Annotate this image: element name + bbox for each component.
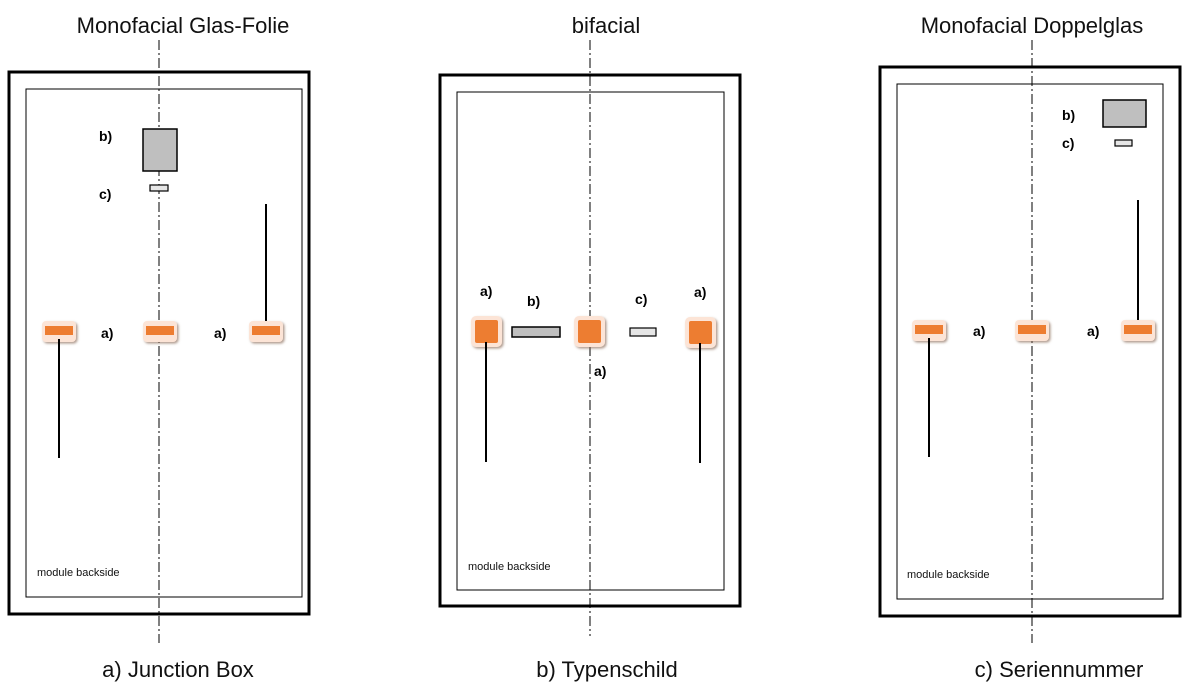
panel-title: bifacial [572, 13, 640, 38]
module-inner-area [25, 88, 303, 598]
serial-number-label [629, 327, 657, 337]
label-junction-box-center: a) [594, 363, 606, 379]
backside-label: module backside [37, 567, 120, 579]
panel-monofacial-glas-folie: Monofacial Glas-Folie b) c) a) a) module… [7, 13, 311, 643]
label-junction-box-2: a) [694, 284, 706, 300]
label-serial-number: c) [99, 186, 111, 202]
legend: a) Junction Box b) Typenschild c) Serien… [102, 657, 1143, 682]
legend-serial-number: c) Seriennummer [975, 657, 1144, 682]
type-plate [1102, 99, 1147, 128]
label-type-plate: b) [1062, 107, 1075, 123]
label-junction-box-1: a) [480, 283, 492, 299]
type-plate [511, 326, 561, 338]
junction-box-left-core [475, 320, 498, 343]
junction-box-left-core [915, 325, 943, 334]
panel-monofacial-doppelglas: Monofacial Doppelglas b) c) a) a) module… [878, 13, 1182, 643]
label-type-plate: b) [527, 293, 540, 309]
legend-junction-box: a) Junction Box [102, 657, 254, 682]
label-serial-number: c) [1062, 135, 1074, 151]
junction-box-right-core [1124, 325, 1152, 334]
backside-label: module backside [907, 569, 990, 581]
panel-title: Monofacial Doppelglas [921, 13, 1144, 38]
junction-box-center-core [578, 320, 601, 343]
panel-bifacial: bifacial a) b) c) a) a) module backside [438, 13, 742, 636]
junction-box-center-core [146, 326, 174, 335]
label-junction-box-1: a) [973, 323, 985, 339]
label-serial-number: c) [635, 291, 647, 307]
panel-title: Monofacial Glas-Folie [77, 13, 290, 38]
backside-label: module backside [468, 561, 551, 573]
junction-box-left-core [45, 326, 73, 335]
junction-box-right-core [252, 326, 280, 335]
legend-type-plate: b) Typenschild [536, 657, 677, 682]
label-type-plate: b) [99, 128, 112, 144]
serial-number-label [149, 184, 169, 192]
serial-number-label [1114, 139, 1133, 147]
type-plate [142, 128, 178, 172]
label-junction-box-2: a) [214, 325, 226, 341]
junction-box-right-core [689, 321, 712, 344]
label-junction-box-1: a) [101, 325, 113, 341]
module-inner-area [896, 83, 1164, 600]
module-frame [878, 65, 1182, 618]
label-junction-box-2: a) [1087, 323, 1099, 339]
junction-box-center-core [1018, 325, 1046, 334]
